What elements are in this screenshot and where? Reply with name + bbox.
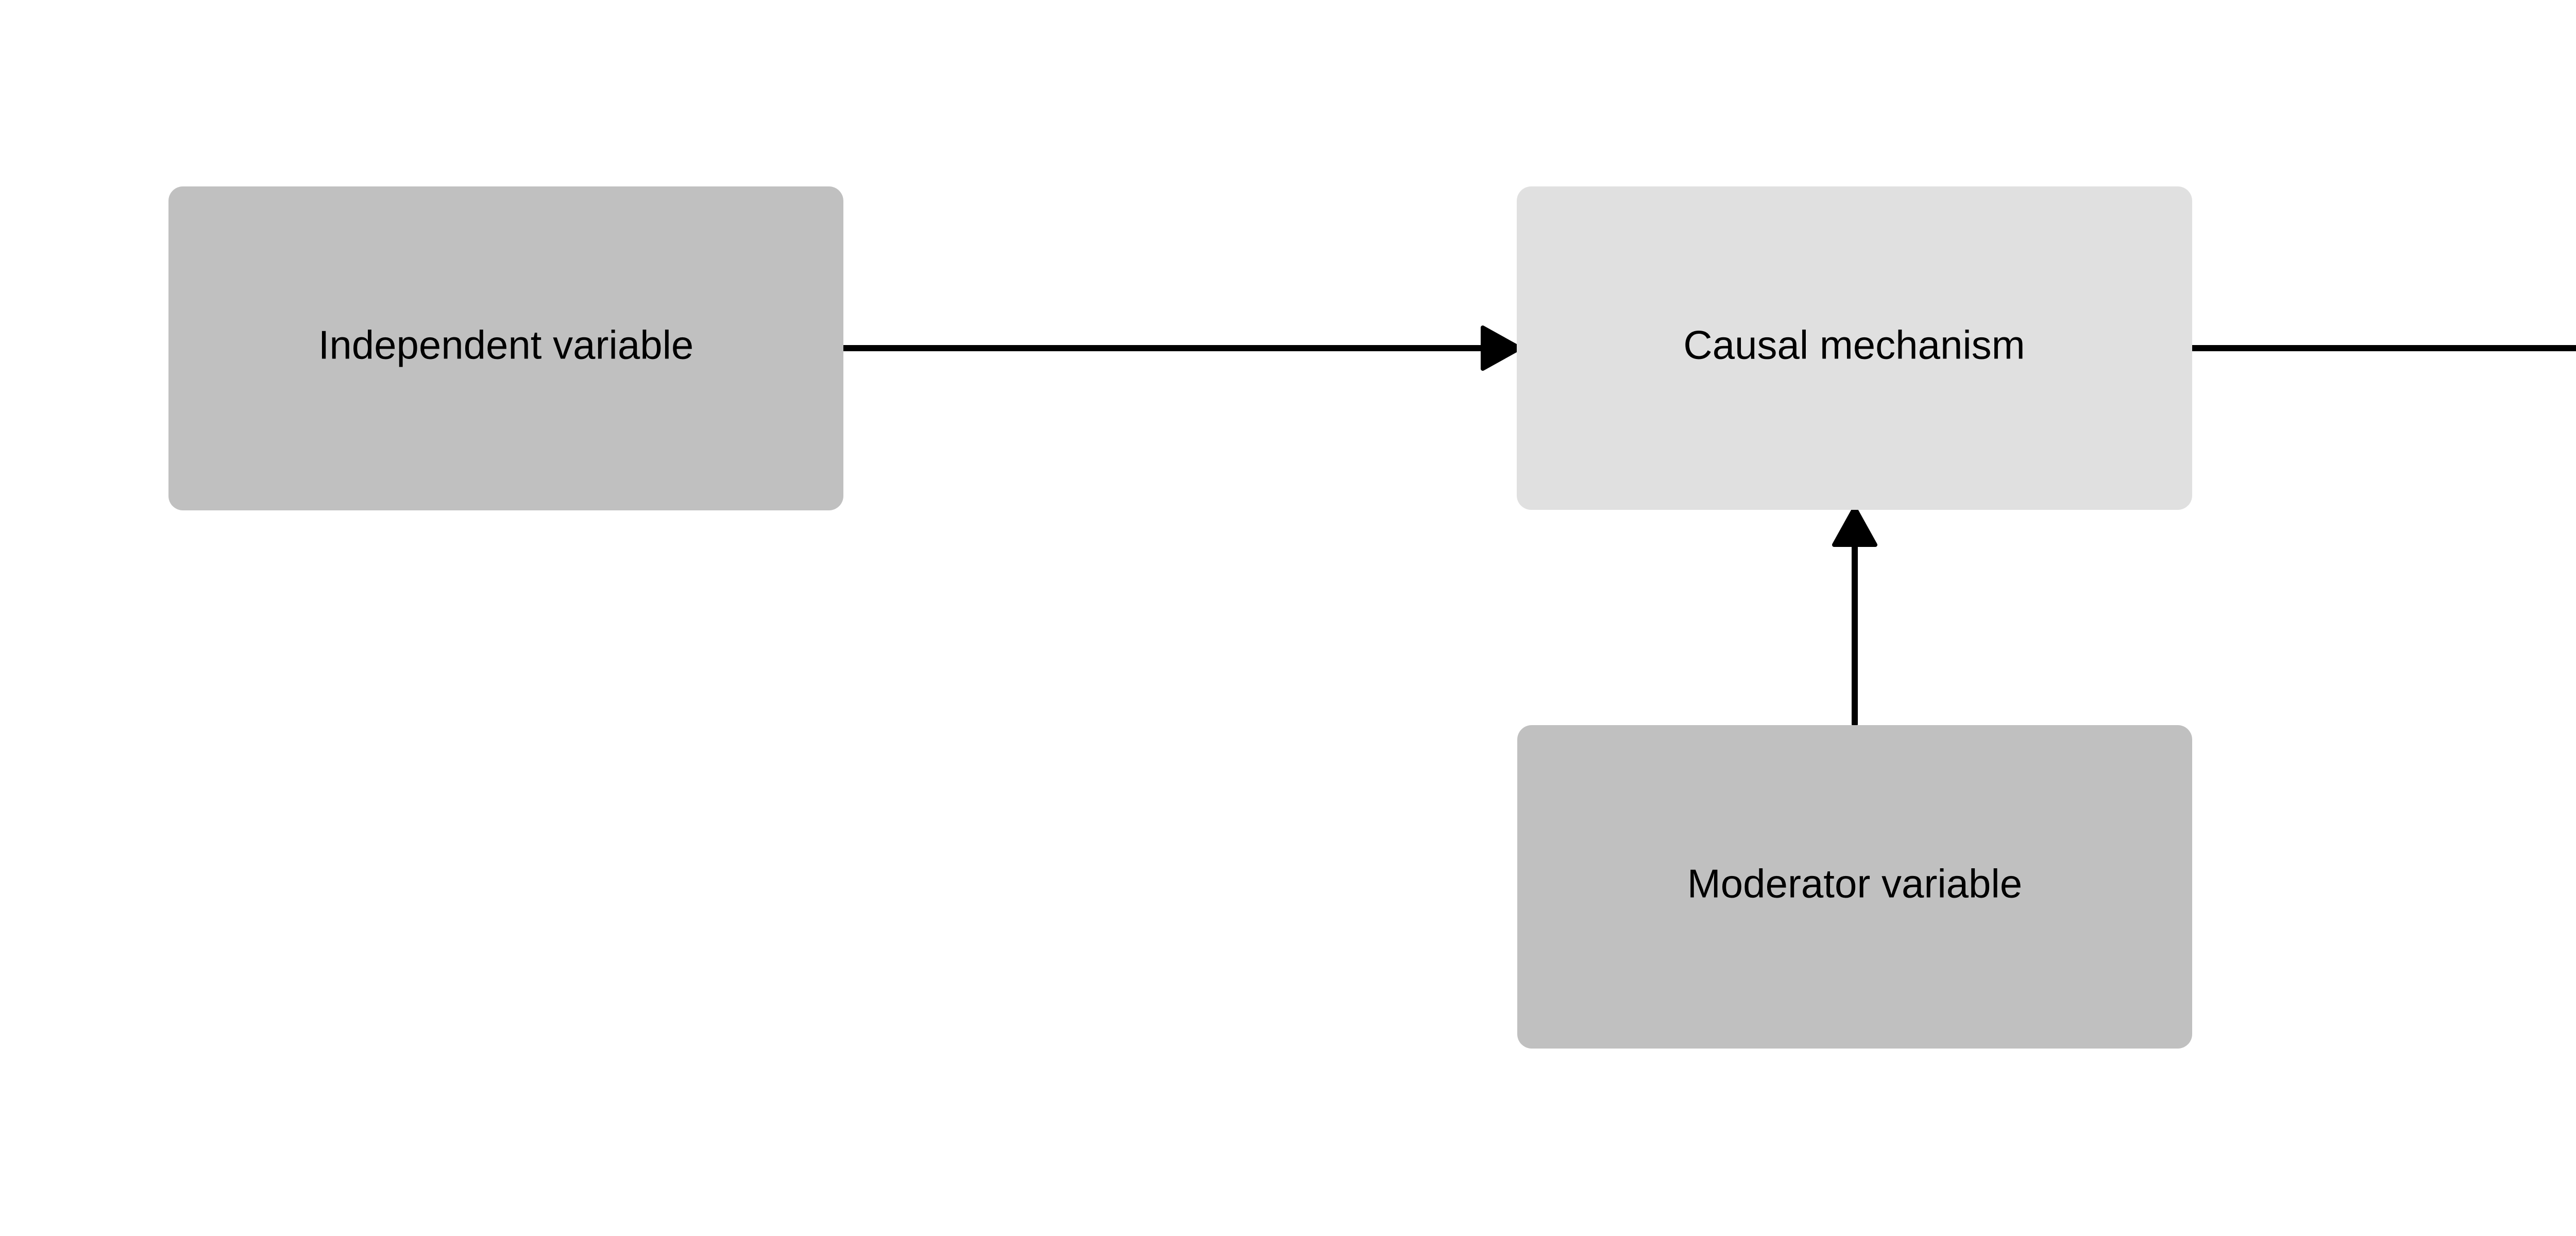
node-independent-variable[interactable]: Independent variable [168, 186, 843, 510]
edge-independent-to-mechanism[interactable] [837, 325, 1522, 371]
edge-layer [837, 325, 2576, 727]
node-moderator-variable[interactable]: Moderator variable [1517, 725, 2192, 1049]
node-causal-mechanism[interactable]: Causal mechanism [1517, 186, 2192, 510]
node-label: Moderator variable [1687, 861, 2022, 906]
arrowhead-up-icon [1832, 506, 1877, 547]
edge-mechanism-to-dependent[interactable] [2187, 328, 2576, 369]
edge-moderator-to-mechanism[interactable] [1832, 506, 1877, 727]
node-layer: Independent variable Causal mechanism De… [168, 186, 2192, 1049]
node-label: Causal mechanism [1683, 322, 2025, 368]
arrowhead-right-icon [1481, 325, 1522, 371]
node-box [168, 186, 843, 510]
node-box [1517, 725, 2192, 1049]
node-label: Independent variable [318, 322, 694, 368]
node-box [1517, 186, 2192, 510]
